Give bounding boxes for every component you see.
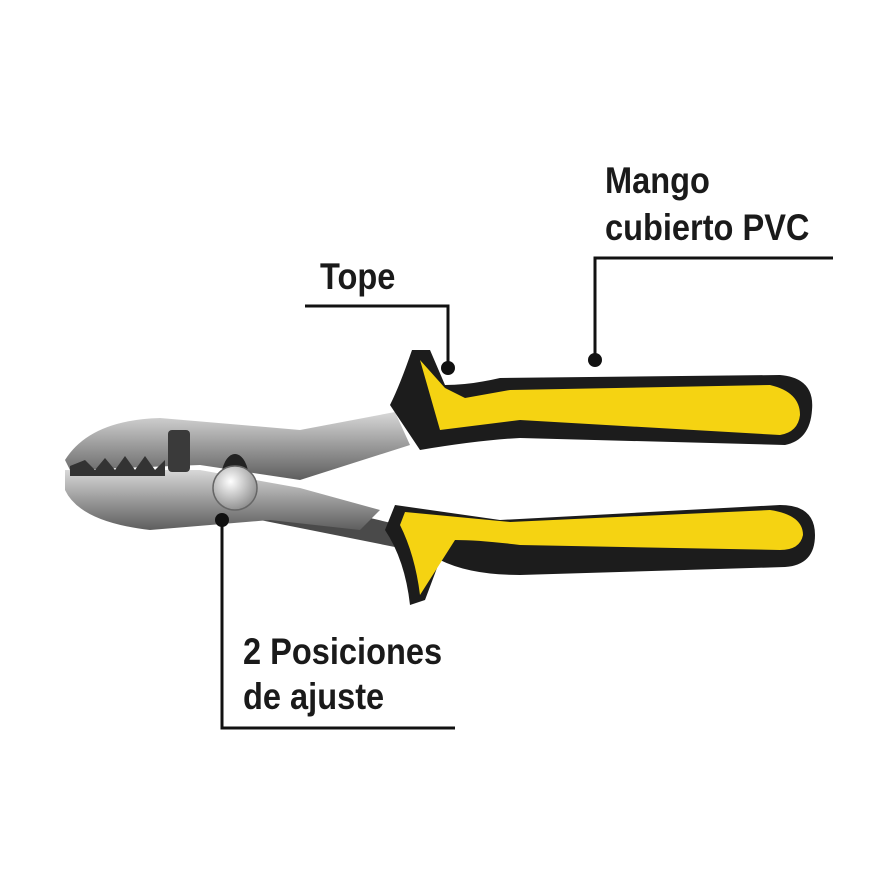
callout-adjust-line2: de ajuste	[243, 676, 385, 717]
jaw-upper	[65, 412, 410, 480]
callout-handle-line1: Mango	[605, 160, 710, 201]
callout-stop-label: Tope	[320, 256, 396, 297]
jaw-teeth	[70, 456, 165, 476]
pivot-pin-icon	[212, 465, 258, 511]
callout-handle-leader	[593, 256, 833, 358]
lower-handle-grip	[400, 510, 803, 595]
callout-adjust-dot	[215, 513, 229, 527]
callout-handle-line2: cubierto PVC	[605, 207, 810, 248]
upper-handle-grip	[420, 360, 800, 435]
jaw-slot	[168, 430, 190, 472]
callout-stop-leader	[305, 304, 450, 366]
callout-adjust-leader	[220, 522, 455, 730]
callout-handle-dot	[588, 353, 602, 367]
callout-adjust-line1: 2 Posiciones	[243, 631, 443, 672]
callout-stop-dot	[441, 361, 455, 375]
